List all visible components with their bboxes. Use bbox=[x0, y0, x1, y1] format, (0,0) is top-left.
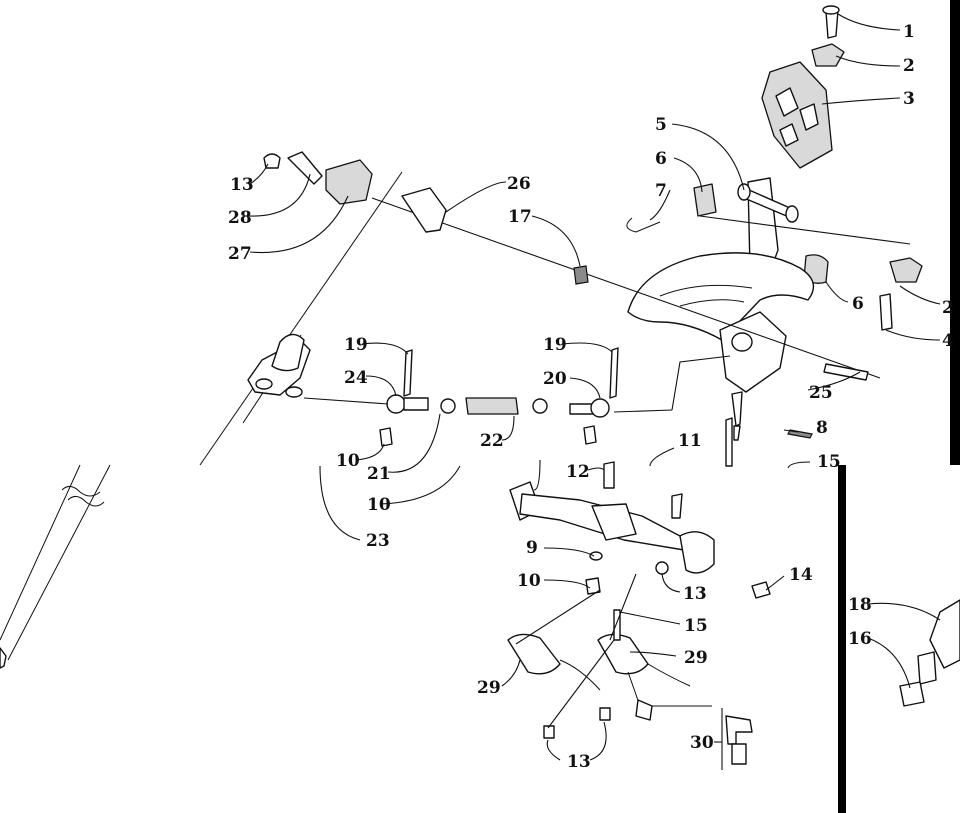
callout-2: 2 bbox=[942, 298, 954, 318]
steering-cross-tube bbox=[509, 363, 869, 599]
lower-left-tube bbox=[0, 464, 111, 669]
callout-10: 10 bbox=[517, 571, 541, 591]
leader-lines bbox=[247, 13, 941, 770]
callout-14: 14 bbox=[789, 565, 813, 585]
upper-axis-line bbox=[699, 215, 911, 245]
callout-13: 13 bbox=[567, 752, 591, 772]
callout-29: 29 bbox=[684, 648, 708, 668]
callout-6: 6 bbox=[655, 149, 667, 169]
callout-16: 16 bbox=[848, 629, 872, 649]
callout-15: 15 bbox=[684, 616, 708, 636]
callout-23: 23 bbox=[366, 531, 390, 551]
callout-12: 12 bbox=[566, 462, 590, 482]
callout-10: 10 bbox=[336, 451, 360, 471]
callout-22: 22 bbox=[480, 431, 504, 451]
callout-19: 19 bbox=[344, 335, 368, 355]
callout-17: 17 bbox=[508, 207, 532, 227]
inset-frame-bar bbox=[838, 465, 846, 813]
callout-18: 18 bbox=[848, 595, 872, 615]
callout-27: 27 bbox=[228, 244, 252, 264]
callout-21: 21 bbox=[367, 464, 391, 484]
callout-3: 3 bbox=[903, 89, 915, 109]
inset-shaft bbox=[899, 599, 960, 707]
callout-30: 30 bbox=[690, 733, 714, 753]
callout-8: 8 bbox=[816, 418, 828, 438]
callout-13: 13 bbox=[230, 175, 254, 195]
callout-29: 29 bbox=[477, 678, 501, 698]
callout-13: 13 bbox=[683, 584, 707, 604]
console-cover bbox=[627, 252, 815, 441]
ignition-coils bbox=[507, 609, 753, 765]
callout-24: 24 bbox=[344, 368, 368, 388]
callout-25: 25 bbox=[809, 383, 833, 403]
callout-26: 26 bbox=[507, 174, 531, 194]
callouts: 1 2 3 5 6 7 6 2 4 26 17 13 28 27 19 24 1… bbox=[228, 22, 954, 772]
callout-20: 20 bbox=[543, 369, 567, 389]
callout-9: 9 bbox=[526, 538, 538, 558]
callout-10: 10 bbox=[367, 495, 391, 515]
linkage-axis-line bbox=[371, 197, 881, 379]
callout-4: 4 bbox=[942, 331, 954, 351]
callout-6: 6 bbox=[852, 294, 864, 314]
callout-28: 28 bbox=[228, 208, 252, 228]
callout-15: 15 bbox=[817, 452, 841, 472]
handlebar-tube bbox=[199, 171, 403, 466]
callout-7: 7 bbox=[655, 181, 667, 201]
steering-post bbox=[737, 5, 845, 273]
callout-5: 5 bbox=[655, 115, 667, 135]
callout-2: 2 bbox=[903, 56, 915, 76]
right-frame-bar bbox=[950, 0, 960, 465]
steering-bushings bbox=[626, 183, 923, 331]
tie-rod-assembly bbox=[303, 347, 731, 447]
throttle-linkage bbox=[263, 151, 589, 285]
callout-1: 1 bbox=[903, 22, 915, 42]
callout-11: 11 bbox=[678, 431, 702, 451]
callout-19: 19 bbox=[543, 335, 567, 355]
